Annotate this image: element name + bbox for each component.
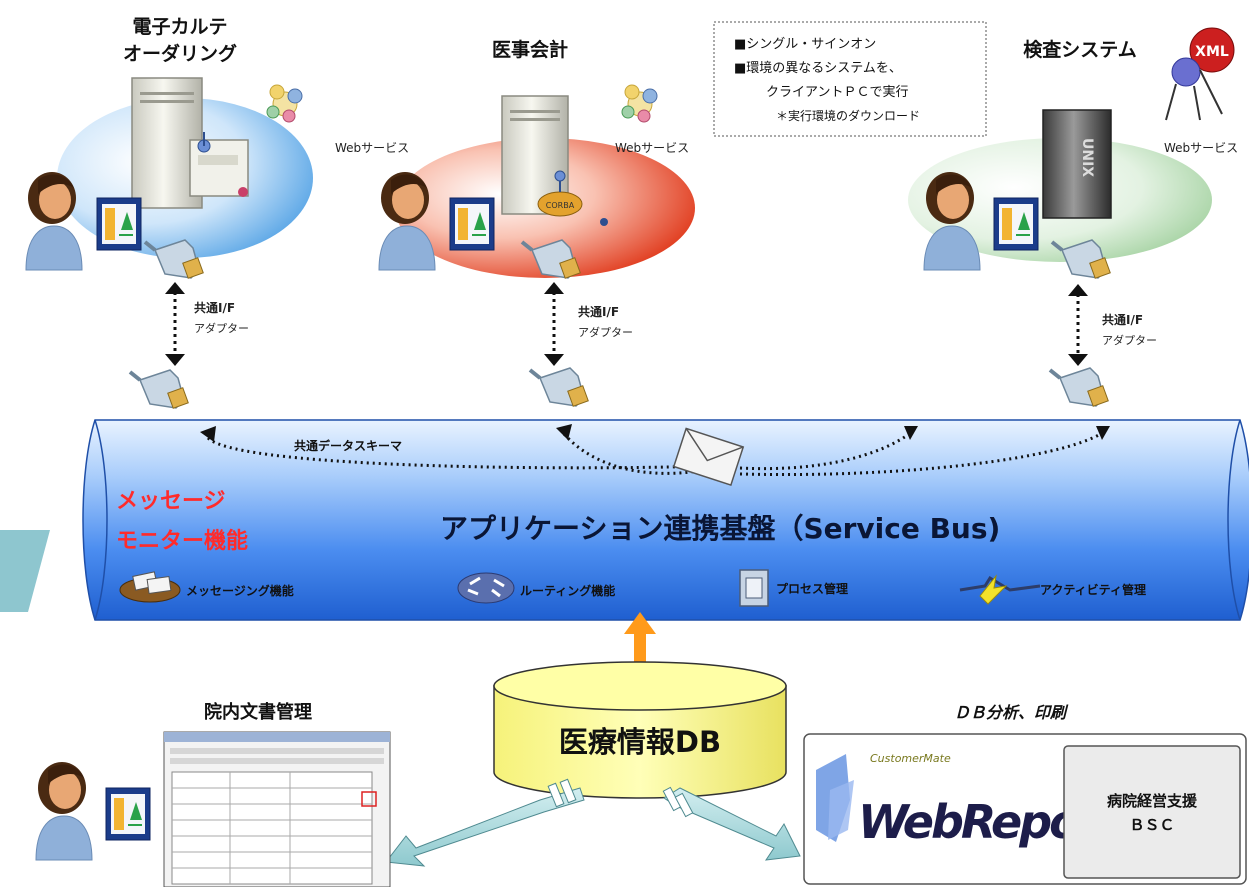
lightning-icon [959,574,1041,605]
system-accounting-title: 医事会計 [492,38,568,61]
note-line-1: ■シングル・サインオン [734,37,876,52]
teal-arrow-left [0,530,50,612]
bus-title: アプリケーション連携基盤（Service Bus) [440,512,1000,545]
note-line-2: ■環境の異なるシステムを、 [734,61,902,76]
feature-process-label: プロセス管理 [776,581,848,596]
xml-mascot-icon: XML [1165,27,1235,121]
molecule-icon [621,84,658,123]
client-pc-icon [449,197,495,251]
messaging-icon [119,571,181,603]
webservice-label-3: Webサービス [1164,141,1238,155]
unix-server-icon [1042,109,1112,219]
note-line-3: クライアントＰＣで実行 [766,84,908,100]
system-lab: UNIX Webサービス 検査システム XML 共通I/F アダプター [908,27,1238,409]
bsc-label-1: 病院経営支援 [1107,792,1198,810]
client-pc-icon [96,197,142,251]
adapter-label-2a: 共通I/F [578,304,619,319]
arrow-db-to-analysis [662,786,801,861]
db-analysis: ＤＢ分析、印刷 CustomerMate WebReport 2.0 病院経営支… [803,703,1247,885]
svg-text:CORBA: CORBA [546,201,575,210]
system-emr-title-2: オーダリング [123,42,237,65]
bsc-box [1063,745,1241,879]
bsc-label-2: ＢＳＣ [1129,816,1174,834]
monitor-label-1: メッセージ [116,489,226,514]
db-label: 医療情報DB [559,725,721,759]
feature-routing-label: ルーティング機能 [520,583,615,598]
system-lab-title: 検査システム [1023,38,1136,61]
process-icon [739,569,769,607]
webservice-label-2: Webサービス [615,141,689,155]
adapter-label-1b: アダプター [194,321,249,335]
note-line-4: ＊実行環境のダウンロード [776,108,920,123]
envelope-icon [672,427,745,486]
note-box: ■シングル・サインオン ■環境の異なるシステムを、 クライアントＰＣで実行 ＊実… [713,21,987,137]
svg-text:CustomerMate: CustomerMate [870,752,951,765]
user-icon [25,171,83,271]
adapter-icon [528,366,591,409]
feature-messaging-label: メッセージング機能 [186,583,294,598]
adapter-icon [128,368,191,411]
analysis-title: ＤＢ分析、印刷 [954,703,1069,722]
client-pc-icon [993,197,1039,251]
adapter-label-2b: アダプター [578,325,633,339]
feature-activity-label: アクティビティ管理 [1040,582,1146,597]
doc-mgmt-title: 院内文書管理 [204,701,312,723]
webservice-label-1: Webサービス [335,141,409,155]
molecule-icon [266,84,303,123]
schema-label: 共通データスキーマ [294,438,402,453]
adapter-label-3a: 共通I/F [1102,312,1143,327]
arrow-db-to-docs [385,778,585,867]
adapter-label-3b: アダプター [1102,333,1157,347]
routing-icon [457,572,515,604]
system-emr-title-1: 電子カルテ [132,16,227,38]
monitor-label-2: モニター機能 [116,528,248,554]
document-screen-thumbnail [163,731,391,887]
system-emr: Webサービス 電子カルテ オーダリング 共通I/F アダプター [25,16,409,411]
adapter-label-1a: 共通I/F [194,300,235,315]
system-accounting: CORBA Webサービス 医事会計 共通I/F アダプター [378,38,695,409]
adapter-icon [1048,366,1111,409]
client-pc-icon [105,787,151,841]
user-icon [35,761,93,861]
svg-text:XML: XML [1195,44,1229,60]
document-management: 院内文書管理 [35,701,391,887]
medical-db: 医療情報DB [493,661,787,799]
service-bus: 共通データスキーマ メッセージ モニター機能 アプリケーション連携基盤（Serv… [82,419,1249,621]
unix-label: UNIX [1079,138,1095,177]
